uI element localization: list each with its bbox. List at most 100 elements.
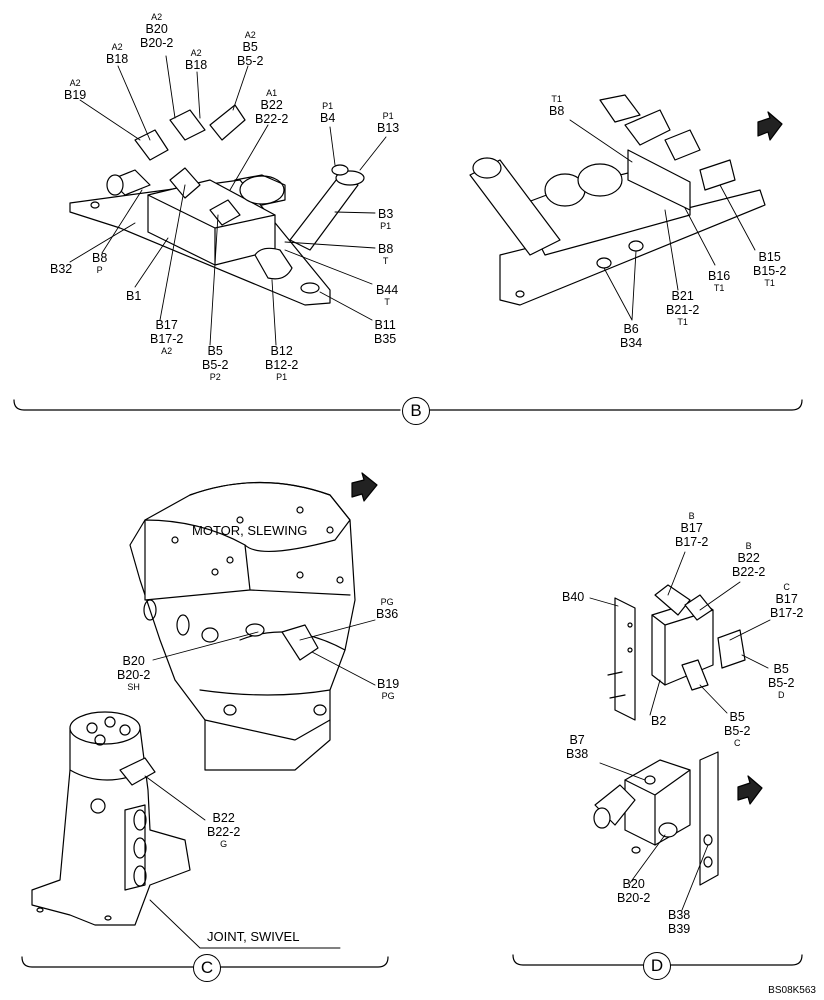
callout-b38: B38 B39: [668, 908, 690, 936]
callout-part: B19: [377, 677, 400, 691]
callout-part: B20-2: [117, 668, 151, 682]
callout-part: B22: [737, 551, 760, 565]
callout-port: A1: [266, 88, 278, 98]
callout-port: A2: [111, 42, 123, 52]
callout-part: B5: [773, 662, 789, 676]
callout-part: B20: [145, 22, 168, 36]
callout-part: B20: [122, 654, 145, 668]
callout-part: B21-2: [666, 303, 700, 317]
callout-part: B13: [377, 121, 400, 135]
callout-b44: B44 T: [376, 283, 398, 307]
callout-part: B11: [374, 318, 396, 332]
callout-port: A2: [69, 78, 81, 88]
callout-port: PG: [381, 691, 395, 701]
view-b-badge: B: [402, 397, 430, 425]
callout-b-b22: B B22 B22-2: [732, 541, 765, 579]
callout-port: PG: [380, 597, 394, 607]
callout-a2-b20: A2 B20 B20-2: [140, 12, 173, 50]
callout-b20-sh: B20 B20-2 SH: [117, 654, 150, 692]
motor-slewing-title: MOTOR, SLEWING: [192, 523, 308, 538]
callout-part: B20-2: [140, 36, 174, 50]
callout-c-b17: C B17 B17-2: [770, 582, 803, 620]
view-c-badge: C: [193, 954, 221, 982]
callout-b-b17: B B17 B17-2: [675, 511, 708, 549]
callout-b8-t: B8 T: [378, 242, 393, 266]
callout-part: B5-2: [237, 54, 264, 68]
callout-a2-b19: A2 B19: [64, 78, 86, 102]
callout-part: B22-2: [255, 112, 289, 126]
callout-b6: B6 B34: [620, 322, 642, 350]
callout-b19-pg: B19 PG: [377, 677, 399, 701]
callout-part: B6: [623, 322, 639, 336]
callout-part: B39: [668, 922, 691, 936]
callout-p1-b13: P1 B13: [377, 111, 399, 135]
callout-b3: B3 P1: [378, 207, 393, 231]
callout-part: B19: [64, 88, 87, 102]
callout-part: B22: [260, 98, 283, 112]
callout-port: A2: [151, 12, 163, 22]
callout-port: SH: [127, 682, 140, 692]
view-c-bracket: [21, 956, 389, 968]
callout-b40: B40: [562, 590, 584, 604]
callout-part: B22-2: [207, 825, 241, 839]
view-d-badge: D: [643, 952, 671, 980]
view-b-leaders: [69, 55, 756, 346]
callout-part: B38: [566, 747, 589, 761]
callout-port: T1: [713, 283, 725, 293]
callout-p1-b4: P1 B4: [320, 101, 335, 125]
callout-port: C: [783, 582, 790, 592]
callout-b16: B16 T1: [708, 269, 730, 293]
callout-a2-b5: A2 B5 B5-2: [237, 30, 263, 68]
callout-t1-b8: T1 B8: [549, 94, 564, 118]
callout-part: B12: [270, 344, 293, 358]
callout-part: B8: [92, 251, 108, 265]
callout-part: B5: [242, 40, 258, 54]
callout-b5-p2: B5 B5-2 P2: [202, 344, 228, 382]
callout-b2: B2: [651, 714, 666, 728]
callout-part: B5-2: [202, 358, 229, 372]
callout-b12: B12 B12-2 P1: [265, 344, 298, 382]
callout-part: B17-2: [770, 606, 804, 620]
callout-port: G: [220, 839, 228, 849]
callout-part: B17-2: [675, 535, 709, 549]
view-d-leaders: [589, 551, 771, 911]
callout-b21: B21 B21-2 T1: [666, 289, 699, 327]
callout-pg-b36: PG B36: [376, 597, 398, 621]
valve-d-lower-drawing: [593, 751, 763, 886]
valve-block-left-drawing: [69, 104, 365, 306]
callout-port: B: [745, 541, 752, 551]
callout-part: B2: [651, 714, 667, 728]
callout-port: D: [777, 690, 785, 700]
callout-a2-b18-left: A2 B18: [106, 42, 128, 66]
callout-a1-b22: A1 B22 B22-2: [255, 88, 288, 126]
callout-part: B36: [376, 607, 399, 621]
callout-port: T: [384, 297, 390, 307]
callout-part: B20: [622, 877, 645, 891]
callout-b15: B15 B15-2 T1: [753, 250, 786, 288]
callout-port: P2: [209, 372, 221, 382]
callout-part: B17: [775, 592, 798, 606]
drawing-reference: BS08K563: [768, 985, 816, 996]
callout-part: B38: [668, 908, 691, 922]
view-c-leaders: [144, 619, 376, 949]
callout-part: B3: [378, 207, 394, 221]
callout-b32: B32: [50, 262, 72, 276]
callout-part: B7: [569, 733, 585, 747]
callout-b17: B17 B17-2 A2: [150, 318, 183, 356]
callout-part: B17: [155, 318, 178, 332]
callout-part: B18: [185, 58, 208, 72]
callout-port: T: [382, 256, 389, 266]
callout-part: B12-2: [265, 358, 299, 372]
callout-b5-d: B5 B5-2 D: [768, 662, 794, 700]
callout-part: B5: [729, 710, 745, 724]
callout-port: P1: [380, 221, 392, 231]
callout-part: B22: [212, 811, 235, 825]
callout-port: P1: [322, 101, 334, 111]
callout-part: B1: [126, 289, 142, 303]
callout-part: B21: [671, 289, 694, 303]
callout-b1: B1: [126, 289, 141, 303]
callout-b20-d: B20 B20-2: [617, 877, 650, 905]
callout-part: B20-2: [617, 891, 651, 905]
callout-part: B4: [320, 111, 336, 125]
callout-port: T1: [551, 94, 562, 104]
